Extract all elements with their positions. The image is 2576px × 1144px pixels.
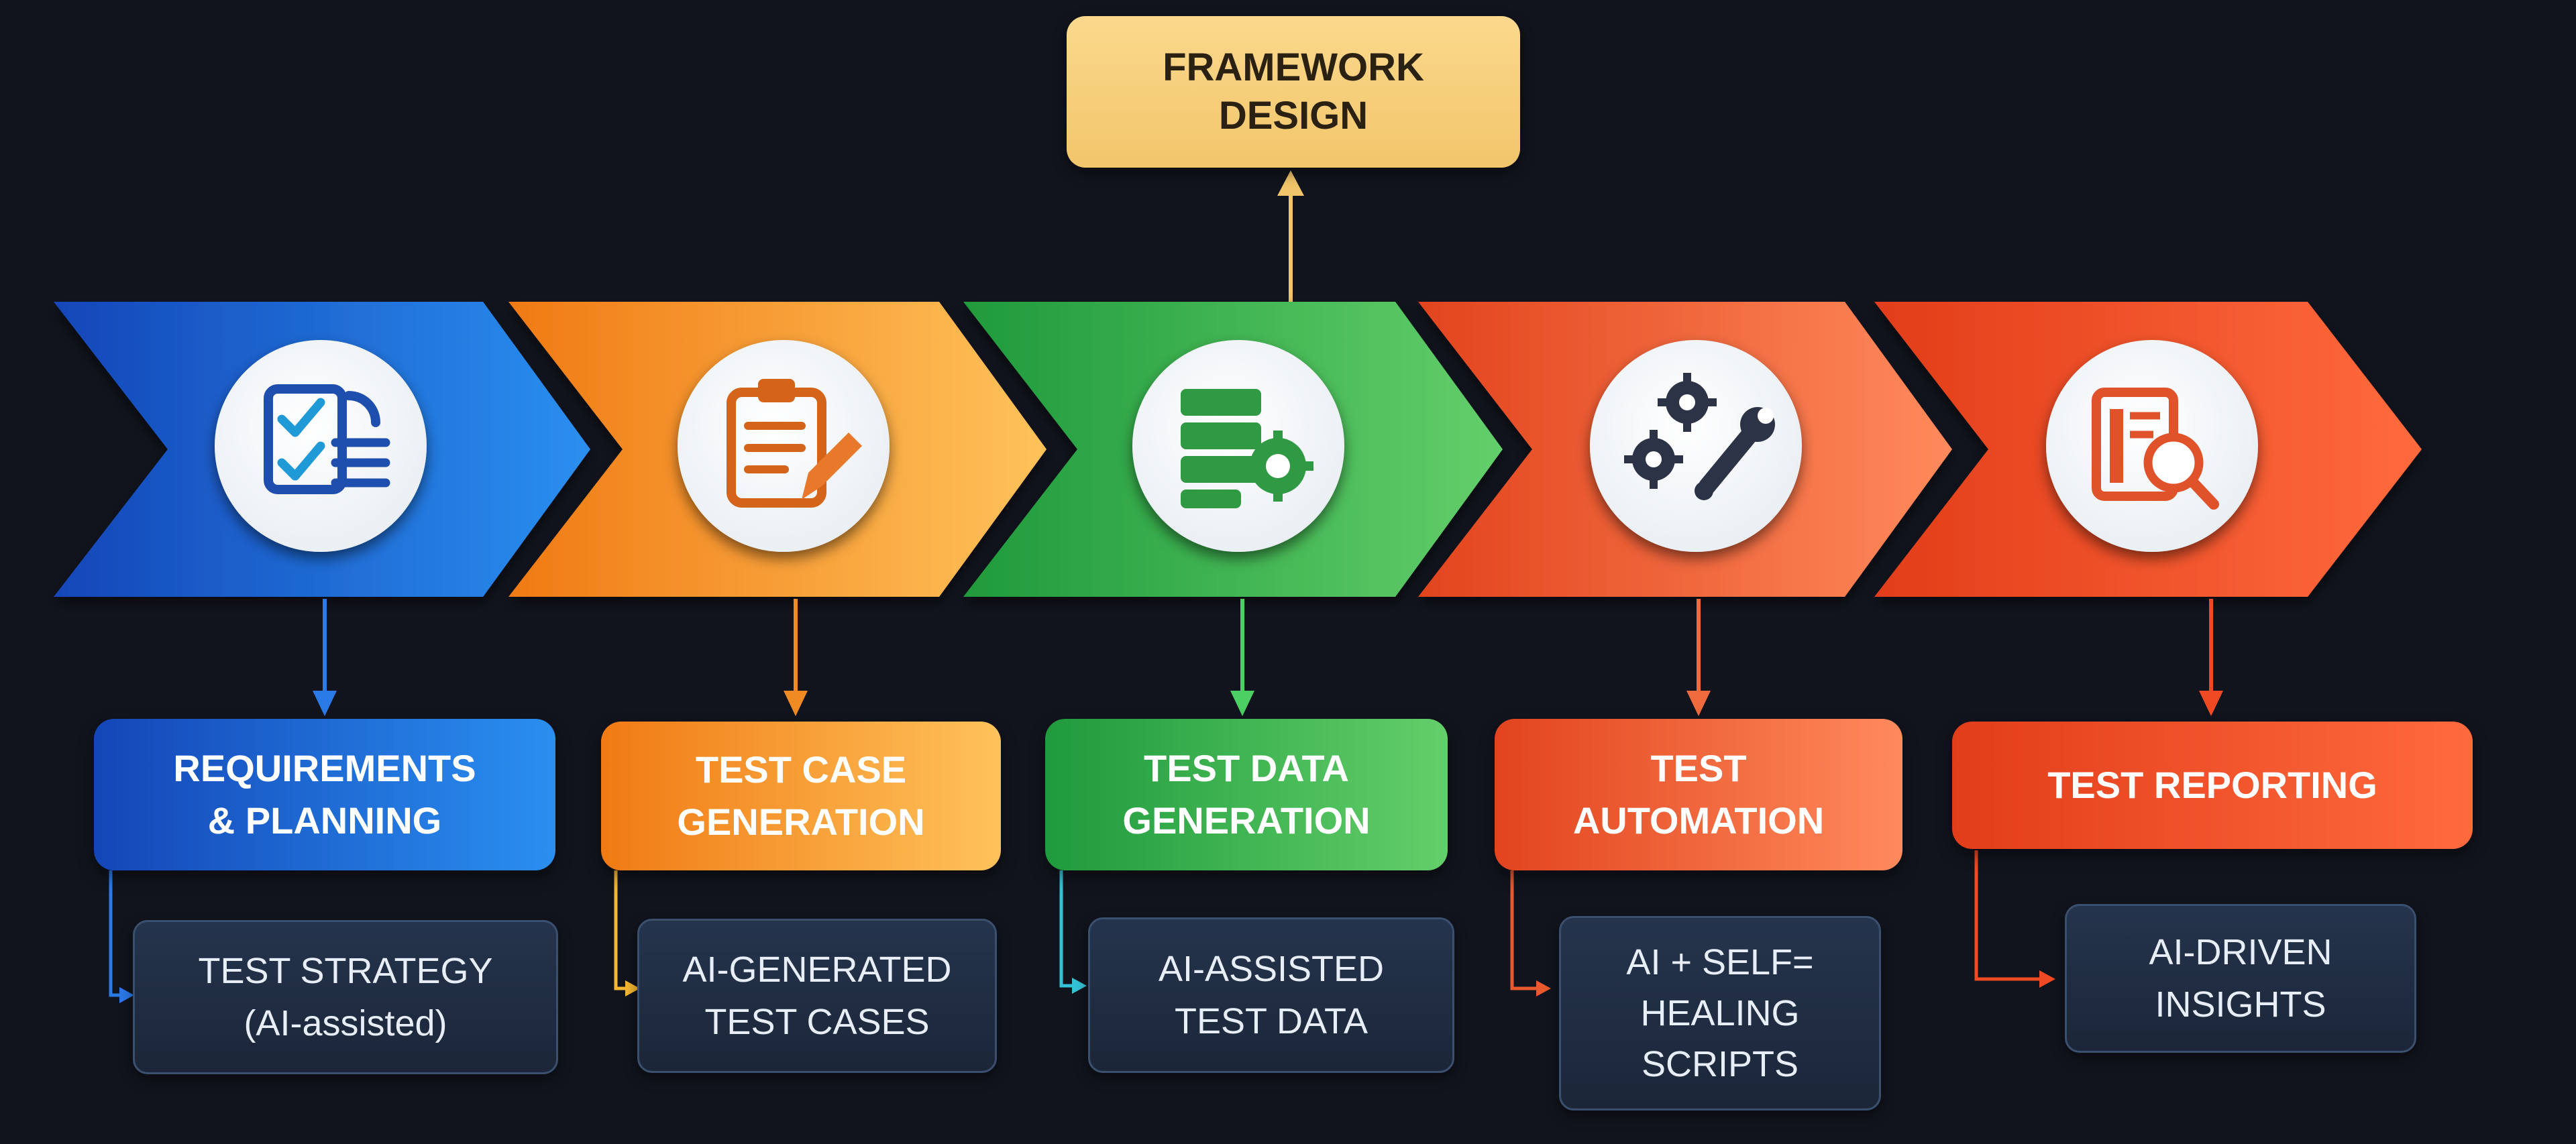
stage-icons bbox=[215, 340, 2258, 552]
clipboard-pencil-icon bbox=[678, 340, 890, 552]
framework-connector bbox=[1277, 170, 1304, 302]
detail-ai-driven-insights: AI-DRIVEN INSIGHTS bbox=[2065, 904, 2416, 1053]
stage-label-test-data: TEST DATA GENERATION bbox=[1045, 719, 1448, 870]
stage-down-arrows bbox=[313, 599, 2223, 716]
detail-elbow-arrows bbox=[109, 850, 2055, 1003]
stage-label-reporting: TEST REPORTING bbox=[1952, 722, 2473, 849]
detail-self-healing-scripts: AI + SELF= HEALING SCRIPTS bbox=[1559, 916, 1881, 1110]
stage-label-test-case: TEST CASE GENERATION bbox=[601, 722, 1001, 870]
checklist-icon bbox=[215, 340, 427, 552]
gears-wrench-icon bbox=[1590, 340, 1802, 552]
database-gear-icon bbox=[1132, 340, 1344, 552]
stage-label-requirements: REQUIREMENTS & PLANNING bbox=[94, 719, 555, 870]
detail-test-strategy: TEST STRATEGY (AI-assisted) bbox=[133, 920, 558, 1074]
detail-ai-generated-test-cases: AI-GENERATED TEST CASES bbox=[637, 919, 997, 1073]
detail-ai-assisted-test-data: AI-ASSISTED TEST DATA bbox=[1088, 917, 1454, 1073]
report-magnifier-icon bbox=[2046, 340, 2258, 552]
framework-design-box: FRAMEWORK DESIGN bbox=[1067, 16, 1520, 168]
stage-label-automation: TEST AUTOMATION bbox=[1495, 719, 1902, 870]
